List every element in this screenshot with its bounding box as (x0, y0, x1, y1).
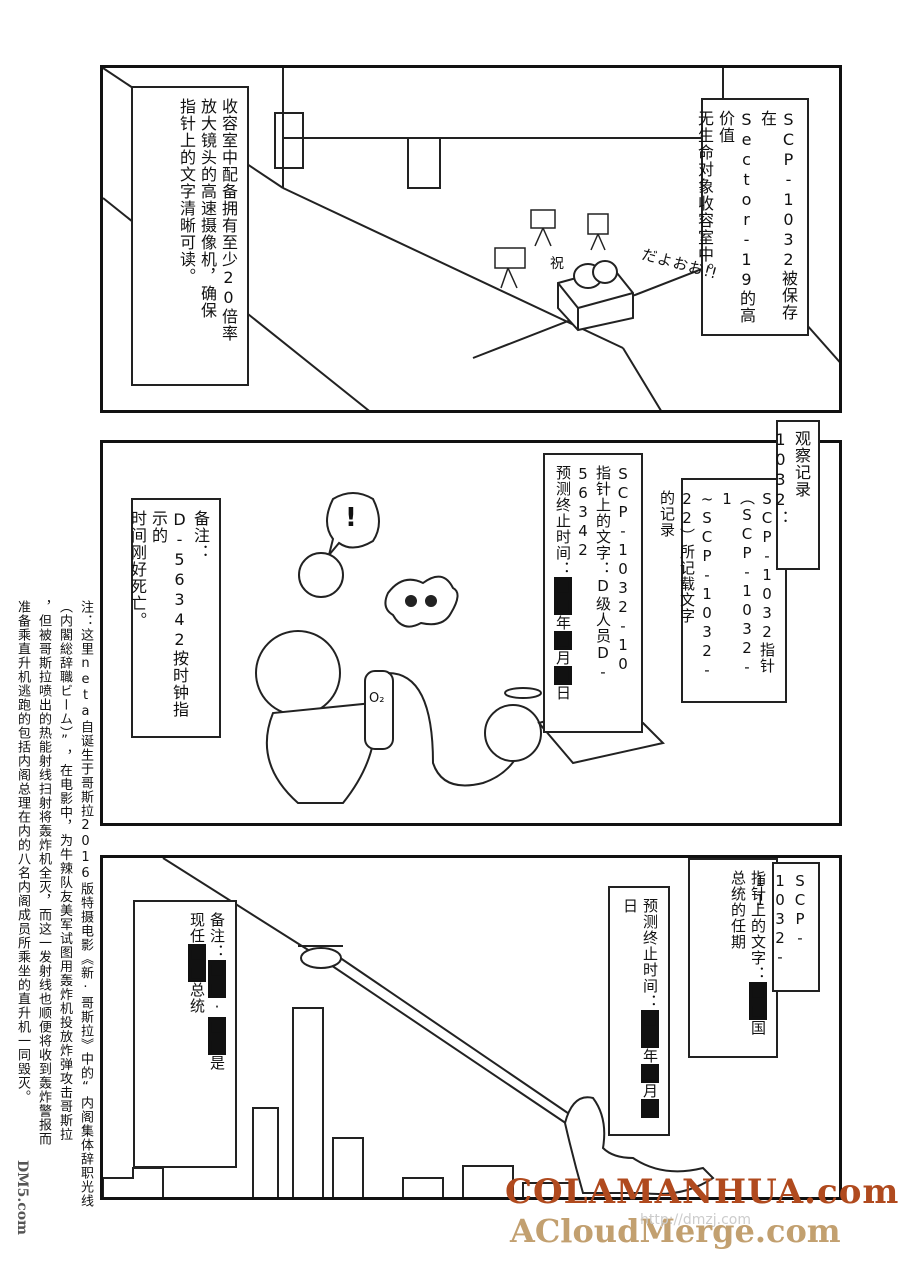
watermark-faint: http://dmzj.com (640, 1212, 752, 1228)
oxygen-tank-label: O₂ (369, 691, 385, 706)
entry-caption-scp-1032-10: SCP-1032-10 指针上的文字：D级人员D-56342 预测终止时间：■■… (543, 453, 643, 733)
d-class-drawing (255, 492, 665, 804)
caption-line: 放大镜头的高速摄像机，确保 (198, 98, 217, 319)
entry-text: 总统的任期 (729, 870, 747, 950)
watermark-colamanhua: COLAMANHUA.com (505, 1172, 900, 1212)
observation-log-header: 观察记录1032： (771, 420, 820, 570)
entry-text: 指针上的文字：■■国 (749, 870, 767, 1036)
record-line: ~SCP-1032-22）所记载文字 (678, 490, 716, 680)
entry-text: 指针上的文字：D级人员D-56342 (574, 465, 612, 682)
caption-line: 指针上的文字清晰可读。 (177, 98, 196, 285)
remark-caption-president: 备注：■■·■■是 现任■■总统 (133, 900, 237, 1168)
clock-pedestal (557, 260, 634, 332)
watermark-acloudmerge: ACloudMerge.com (510, 1212, 841, 1250)
note-line: 准备乘直升机逃跑的包括内阁总理在内的八名内阁成员所乘坐的直升机一同毁灭。 (15, 600, 30, 1104)
entry-id: SCP-1032-10 (614, 465, 632, 674)
remark-title: 备注： (191, 510, 210, 561)
record-line: 的记录 (658, 490, 676, 538)
remark-line: 现任■■总统 (188, 912, 206, 1014)
caption-line: Sector-19的高价值 (716, 110, 756, 324)
note-line: ，但被哥斯拉喷出的热能射线扫射将轰炸机全灭，而这一发射线也顺便将收到轰炸警报而 (36, 600, 51, 1146)
note-line: （内閣総辞職ビーム）”，在电影中，为牛辣队友美军试图用轰炸机投放炸弹攻击哥斯拉 (57, 600, 72, 1142)
panel-1: 收容室中配备拥有至少20倍率 放大镜头的高速摄像机，确保 指针上的文字清晰可读。… (100, 65, 842, 413)
exclamation-bubble-text: ! (345, 503, 357, 533)
predicted-end-time-caption: 预测终止时间：■■年■月■日 (608, 886, 670, 1136)
containment-camera-caption: 收容室中配备拥有至少20倍率 放大镜头的高速摄像机，确保 指针上的文字清晰可读。 (131, 86, 249, 386)
panel-2: ! O₂ 备注： D-56342按时钟指示的 时间刚好死亡。 SCP-1032-… (100, 440, 842, 826)
watermark-corner: DM5.com (14, 1160, 30, 1235)
remark-caption: 备注： D-56342按时钟指示的 时间刚好死亡。 (128, 498, 221, 738)
remark-line: 备注：■■·■■是 (208, 912, 226, 1071)
remark-line: D-56342按时钟指示的 (149, 510, 189, 718)
record-line: SCP-1032指针（SCP-1032-1 (718, 490, 776, 677)
translator-side-note: 注：这里neta自诞生于哥斯拉2016版特摄电影《新·哥斯拉》中的“内阁集体辞职… (10, 600, 96, 1240)
entry-id-scp-1032-11: SCP-1032-11 (751, 862, 820, 992)
record-caption: SCP-1032指针（SCP-1032-1 ~SCP-1032-22）所记载文字… (658, 478, 787, 703)
remark-line: 时间刚好死亡。 (128, 510, 147, 629)
time-line: 预测终止时间：■■年■月■日 (621, 898, 659, 1118)
sound-effect-small: 祝 (550, 256, 564, 272)
caption-line: 无生命对象收容室中。 (695, 110, 714, 280)
camera-icon (494, 209, 609, 289)
caption-line: 收容室中配备拥有至少20倍率 (219, 98, 238, 342)
entry-time: 预测终止时间：■■年■月■日 (554, 465, 572, 701)
panel-3: 备注：■■·■■是 现任■■总统 预测终止时间：■■年■月■日 指针上的文字：■… (100, 855, 842, 1200)
entry-caption-scp-1032-11: 指针上的文字：■■国 总统的任期 (688, 858, 778, 1058)
note-line: 注：这里neta自诞生于哥斯拉2016版特摄电影《新·哥斯拉》中的“内阁集体辞职… (78, 600, 93, 1208)
godzilla-beam-drawing (103, 858, 715, 1197)
storage-location-caption: SCP-1032被保存在 Sector-19的高价值 无生命对象收容室中。 (695, 98, 809, 336)
caption-line: SCP-1032被保存在 (758, 110, 798, 321)
